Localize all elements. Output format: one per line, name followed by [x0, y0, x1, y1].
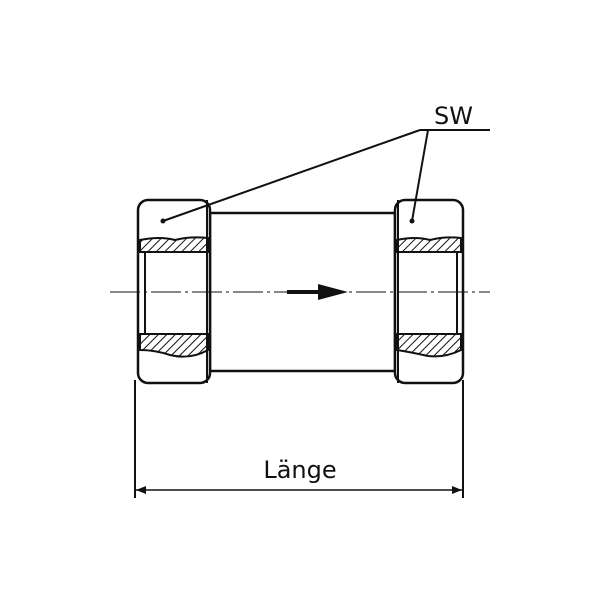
wrench-size-label: SW [434, 102, 473, 130]
length-dimension [134, 380, 464, 498]
length-label: Länge [263, 456, 336, 484]
flow-direction-arrow-icon [287, 284, 348, 300]
sw-leader [160, 129, 490, 224]
